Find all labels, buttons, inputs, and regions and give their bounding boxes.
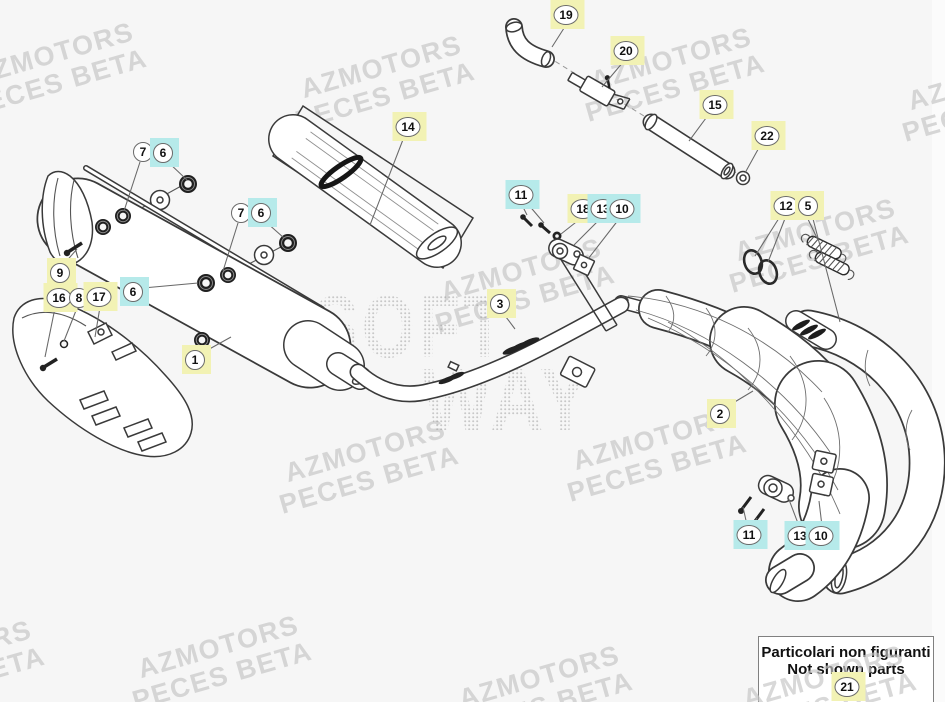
part-callout-6[interactable]: 6 xyxy=(120,277,149,306)
callout-number: 10 xyxy=(609,199,635,219)
part-callout-17[interactable]: 17 xyxy=(83,282,118,311)
callout-number: 3 xyxy=(490,294,510,314)
grommet xyxy=(284,239,292,247)
part-callout-6[interactable]: 6 xyxy=(150,138,179,167)
part-midpipe xyxy=(349,214,630,403)
part-callout-11[interactable]: 11 xyxy=(733,520,768,549)
part-callout-1[interactable]: 1 xyxy=(182,345,211,374)
part-22-nut xyxy=(735,170,751,186)
callout-number: 6 xyxy=(123,282,143,302)
grommet xyxy=(181,177,195,191)
callout-number: 15 xyxy=(702,95,728,115)
part-15-tube xyxy=(642,113,736,180)
leader-line xyxy=(601,60,625,88)
part-callout-6[interactable]: 6 xyxy=(248,198,277,227)
leader-line xyxy=(767,215,787,263)
callout-number: 10 xyxy=(808,526,834,546)
callout-number: 12 xyxy=(773,196,799,216)
part-callout-20[interactable]: 20 xyxy=(610,36,645,65)
part-callout-19[interactable]: 19 xyxy=(550,0,585,29)
part-heatshield xyxy=(12,297,193,458)
grommet xyxy=(202,279,210,287)
grommet xyxy=(119,212,127,220)
grommet xyxy=(199,276,213,290)
part-callout-22[interactable]: 22 xyxy=(751,121,786,150)
part-20-valve xyxy=(567,72,631,110)
leader-line xyxy=(44,307,56,358)
grommet xyxy=(281,236,295,250)
part-19-hose xyxy=(505,18,555,68)
callout-number: 14 xyxy=(395,117,421,137)
part-callout-16[interactable]: 16 xyxy=(43,283,78,312)
callout-number: 22 xyxy=(754,126,780,146)
leader-line xyxy=(369,136,405,226)
rubber-grommets xyxy=(95,175,297,348)
callout-number: 16 xyxy=(46,288,72,308)
note-line-english: Not shown parts xyxy=(787,661,905,678)
grommet xyxy=(224,271,232,279)
callout-number: 6 xyxy=(153,143,173,163)
callout-number: 1 xyxy=(185,350,205,370)
leader-line xyxy=(573,218,601,246)
page-right-margin xyxy=(932,0,945,702)
leader-line xyxy=(811,214,841,323)
part-callout-10[interactable]: 10 xyxy=(606,194,641,223)
leader-line xyxy=(63,307,78,342)
part-callout-9[interactable]: 9 xyxy=(47,258,76,287)
callout-number: 21 xyxy=(834,677,860,697)
callout-number: 11 xyxy=(736,525,762,545)
part-callout-15[interactable]: 15 xyxy=(699,90,734,119)
part-callout-10[interactable]: 10 xyxy=(805,521,840,550)
part-14-packing xyxy=(268,104,475,270)
callout-number: 5 xyxy=(798,196,818,216)
part-callout-14[interactable]: 14 xyxy=(392,112,427,141)
callout-number: 17 xyxy=(86,287,112,307)
grommet xyxy=(96,220,110,234)
grommet xyxy=(99,223,107,231)
callout-number: 9 xyxy=(50,263,70,283)
grommet xyxy=(184,180,192,188)
part-callout-5[interactable]: 5 xyxy=(795,191,824,220)
callout-number: 11 xyxy=(508,185,534,205)
leader-line xyxy=(94,306,101,338)
callout-number: 2 xyxy=(710,404,730,424)
grommet xyxy=(116,209,130,223)
part-callout-3[interactable]: 3 xyxy=(487,289,516,318)
part-callout-2[interactable]: 2 xyxy=(707,399,736,428)
callout-number: 6 xyxy=(251,203,271,223)
callout-number: 19 xyxy=(553,5,579,25)
callout-number: 20 xyxy=(613,41,639,61)
leader-line xyxy=(142,282,199,289)
leader-line xyxy=(222,222,239,272)
part-chamber-inlet-stub xyxy=(785,310,837,350)
leader-line xyxy=(123,161,141,212)
part-callout-11[interactable]: 11 xyxy=(505,180,540,209)
grommet xyxy=(221,268,235,282)
note-line-italian: Particolari non figuranti xyxy=(761,644,931,661)
part-12-orings xyxy=(742,248,779,286)
grommet xyxy=(198,336,206,344)
leader-line xyxy=(587,218,620,260)
leader-line xyxy=(754,214,782,257)
part-callout-21[interactable]: 21 xyxy=(831,672,866,701)
